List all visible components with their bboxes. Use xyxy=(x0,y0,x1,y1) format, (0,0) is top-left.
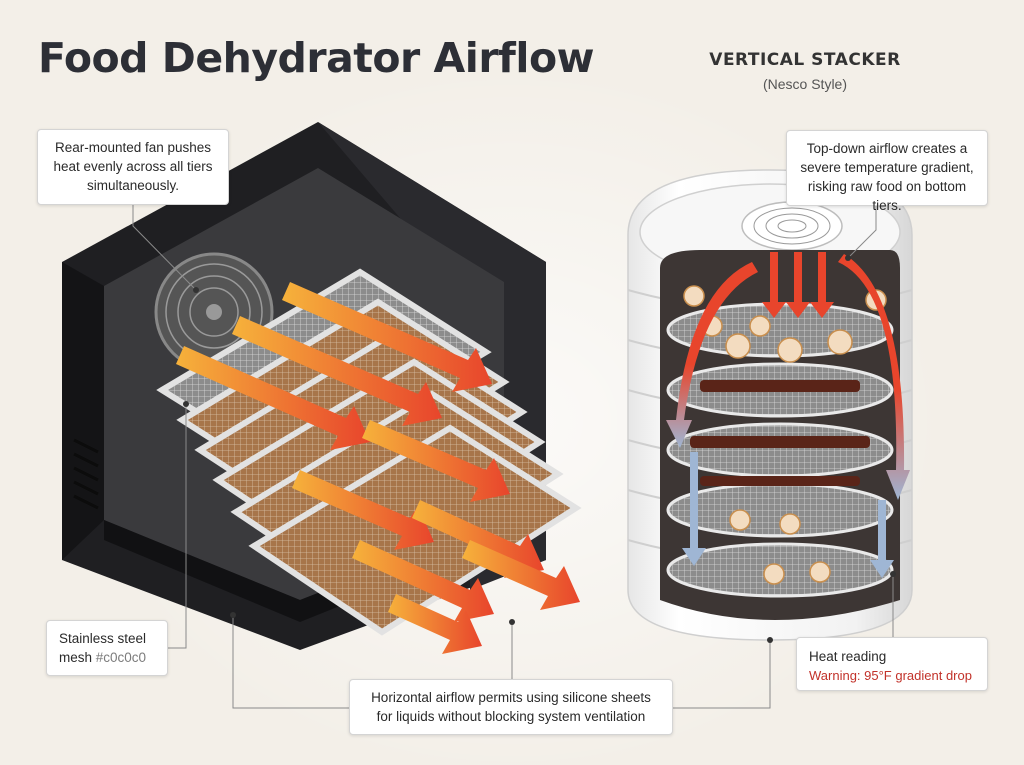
leader-mesh xyxy=(168,404,187,649)
page-title: Food Dehydrator Airflow xyxy=(38,34,595,82)
box-dehydrator xyxy=(62,122,582,654)
callout-fan: Rear-mounted fan pushes heat evenly acro… xyxy=(37,129,229,205)
horizontal-airflow-arrows xyxy=(176,282,580,654)
top-down-airflow-arrows xyxy=(666,252,910,578)
callout-heat-reading: Heat reading Warning: 95°F gradient drop xyxy=(796,637,988,691)
callout-stainless-mesh: Stainless steel mesh #c0c0c0 xyxy=(46,620,168,676)
callout-leader-lines xyxy=(132,205,894,709)
callout-temperature-gradient: Top-down airflow creates a severe temper… xyxy=(786,130,988,213)
leader-airflow-left xyxy=(232,615,349,709)
down-arrow-right-curve xyxy=(838,254,910,500)
fan-grille-ring-inner xyxy=(189,287,239,337)
airflow-arrow-5 xyxy=(292,470,434,550)
apple-slices xyxy=(683,285,887,585)
stacker-tray-3 xyxy=(666,422,894,478)
callout-horizontal-airflow: Horizontal airflow permits using silicon… xyxy=(349,679,673,735)
airflow-arrow-2 xyxy=(232,316,442,426)
vertical-stacker-title: VERTICAL STACKER xyxy=(709,50,901,70)
leader-airflow-right xyxy=(673,640,771,709)
down-arrow-center-1 xyxy=(762,252,786,318)
down-arrow-center-2 xyxy=(786,252,810,318)
mesh-label: Stainless steel mesh xyxy=(59,631,147,665)
airflow-arrow-3 xyxy=(176,346,370,450)
airflow-arrow-7 xyxy=(352,540,494,622)
vertical-stacker xyxy=(627,169,913,641)
leader-dots xyxy=(183,255,896,643)
leader-fan xyxy=(132,205,197,291)
heat-warning: Warning: 95°F gradient drop xyxy=(809,668,972,683)
vertical-stacker-heading: VERTICAL STACKER (Nesco Style) xyxy=(690,50,920,92)
fan-grille-ring-mid xyxy=(177,275,251,349)
airflow-arrow-8 xyxy=(462,540,580,610)
vertical-stacker-style: (Nesco Style) xyxy=(762,76,848,92)
stacker-top-vent xyxy=(741,201,843,251)
mesh-color-hex: #c0c0c0 xyxy=(95,650,147,665)
fan-hub xyxy=(206,304,222,320)
leader-gradient xyxy=(847,206,877,259)
top-vent-grille xyxy=(753,207,831,245)
stacker-tray-4 xyxy=(666,482,894,538)
cabinet-front-frame xyxy=(62,262,104,560)
heat-reading-label: Heat reading xyxy=(809,649,887,664)
cool-arrow-left xyxy=(682,452,706,566)
jerky-strips xyxy=(690,380,870,486)
down-arrow-left-curve xyxy=(666,262,758,448)
cool-arrow-right xyxy=(870,500,894,578)
down-arrow-center-3 xyxy=(810,252,834,318)
airflow-arrow-1 xyxy=(282,282,492,392)
airflow-arrow-4 xyxy=(362,420,510,502)
airflow-arrow-9 xyxy=(388,594,482,654)
